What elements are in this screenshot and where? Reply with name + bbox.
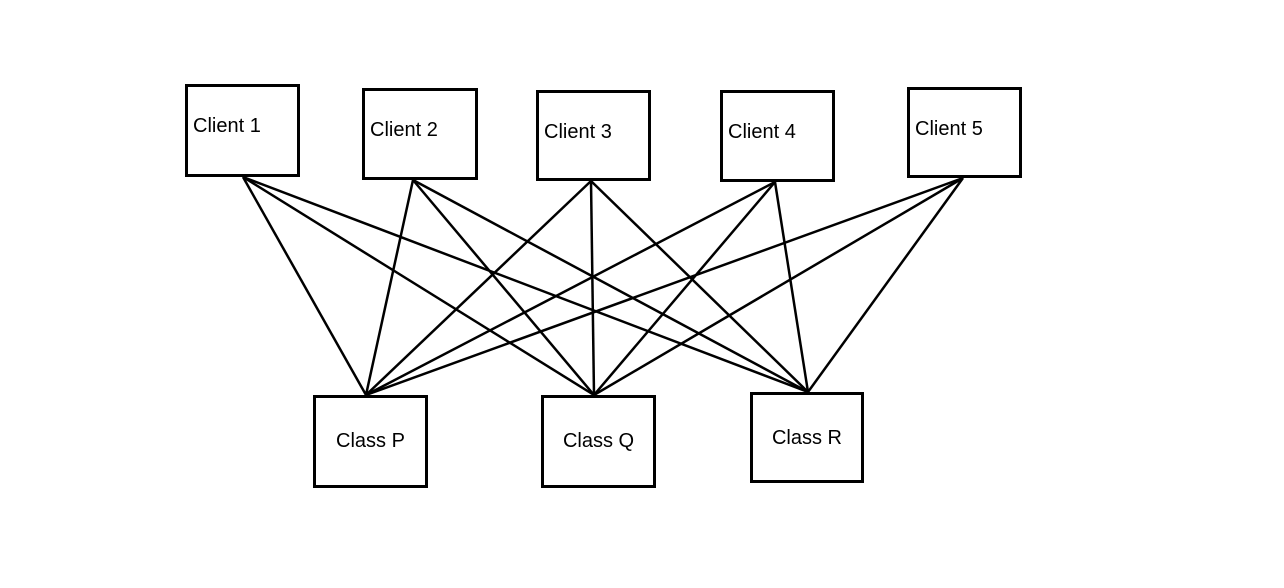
edge-client-5-class-q [593,176,964,397]
edge-client-4-class-r [773,181,810,393]
node-class-p: Class P [313,395,428,488]
edge-client-2-class-q [412,179,595,396]
client-5-label: Client 5 [915,118,983,140]
node-client-4: Client 4 [720,90,835,182]
client-1-label: Client 1 [193,115,261,137]
node-client-5: Client 5 [907,87,1022,178]
edge-client-5-class-r [806,177,965,393]
edge-client-1-class-r [242,175,809,394]
edge-client-3-class-r [590,180,809,393]
node-class-q: Class Q [541,395,656,488]
node-class-r: Class R [750,392,864,483]
edge-client-2-class-p [364,179,415,396]
edge-client-1-class-q [242,175,595,397]
client-2-label: Client 2 [370,119,438,141]
client-3-label: Client 3 [544,121,612,143]
edge-client-3-class-q [589,180,596,396]
edge-client-3-class-p [365,180,592,396]
node-client-3: Client 3 [536,90,651,181]
edge-client-2-class-r [412,178,809,394]
edge-client-5-class-p [365,176,964,397]
node-client-2: Client 2 [362,88,478,180]
class-r-label: Class R [771,427,842,449]
edge-client-4-class-p [365,180,776,397]
edge-client-4-class-q [593,181,776,396]
class-q-label: Class Q [562,430,635,452]
class-p-label: Class P [336,430,405,452]
edge-client-1-class-p [241,176,368,396]
client-4-label: Client 4 [728,121,796,143]
node-client-1: Client 1 [185,84,300,177]
